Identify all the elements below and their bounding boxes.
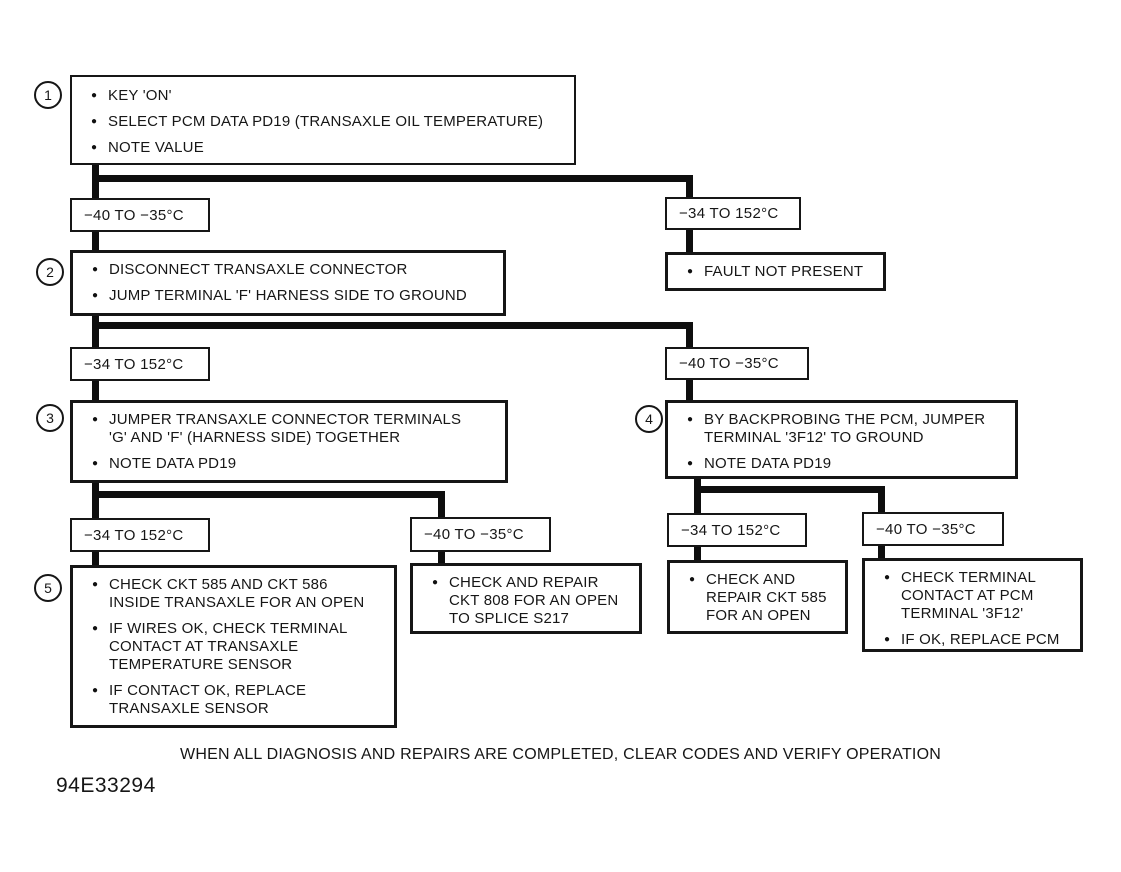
step1-box: ● KEY 'ON' ● SELECT PCM DATA PD19 (TRANS…	[70, 75, 576, 165]
step-text: INSIDE TRANSAXLE FOR AN OPEN	[109, 594, 365, 611]
step-text: CKT 808 FOR AN OPEN	[449, 592, 619, 609]
connector-line	[694, 486, 885, 493]
condition-label-branch3-right: −40 TO −35°C	[410, 517, 551, 552]
figure-id: 94E33294	[56, 774, 156, 797]
bullet-icon: ●	[431, 577, 439, 588]
step-text: NOTE DATA PD19	[704, 455, 832, 472]
step3-item: ● NOTE DATA PD19	[81, 455, 499, 473]
step-text: IF WIRES OK, CHECK TERMINAL	[109, 620, 348, 637]
step2-item: ● DISCONNECT TRANSAXLE CONNECTOR	[81, 261, 497, 279]
step-text: DISCONNECT TRANSAXLE CONNECTOR	[109, 261, 408, 278]
step1-item: ● SELECT PCM DATA PD19 (TRANSAXLE OIL TE…	[80, 113, 568, 131]
step-text: SELECT PCM DATA PD19 (TRANSAXLE OIL TEMP…	[108, 113, 544, 130]
step-text: IF OK, REPLACE PCM	[901, 631, 1060, 648]
step1-item: ● KEY 'ON'	[80, 87, 568, 105]
bullet-icon: ●	[91, 458, 99, 469]
bullet-icon: ●	[91, 264, 99, 275]
bullet-icon: ●	[686, 266, 694, 277]
step-text: KEY 'ON'	[108, 87, 172, 104]
bullet-icon: ●	[91, 414, 99, 425]
step-text: CONTACT AT PCM	[901, 587, 1034, 604]
step-number-1: 1	[34, 81, 62, 109]
bullet-icon: ●	[686, 458, 694, 469]
step-text: CHECK AND	[706, 571, 796, 588]
step-text: JUMPER TRANSAXLE CONNECTOR TERMINALS	[109, 411, 462, 428]
step4-box: ● BY BACKPROBING THE PCM, JUMPER TERMINA…	[665, 400, 1018, 479]
step-text: CONTACT AT TRANSAXLE	[109, 638, 299, 655]
step-text: FAULT NOT PRESENT	[704, 263, 864, 280]
connector-line	[92, 491, 445, 498]
step-text: NOTE DATA PD19	[109, 455, 237, 472]
step-text: JUMP TERMINAL 'F' HARNESS SIDE TO GROUND	[109, 287, 467, 304]
step3-box: ● JUMPER TRANSAXLE CONNECTOR TERMINALS '…	[70, 400, 508, 483]
step3-item: ● JUMPER TRANSAXLE CONNECTOR TERMINALS '…	[81, 411, 499, 447]
step-text: FOR AN OPEN	[706, 607, 811, 624]
bullet-icon: ●	[883, 572, 891, 583]
repair-ckt808-item: ● CHECK AND REPAIR CKT 808 FOR AN OPEN T…	[421, 574, 633, 628]
step5-item: ● CHECK CKT 585 AND CKT 586 INSIDE TRANS…	[81, 576, 388, 612]
repair-ckt585-item: ● CHECK AND REPAIR CKT 585 FOR AN OPEN	[678, 571, 839, 625]
step5-box: ● CHECK CKT 585 AND CKT 586 INSIDE TRANS…	[70, 565, 397, 728]
bullet-icon: ●	[91, 685, 99, 696]
bullet-icon: ●	[90, 142, 98, 153]
condition-label-branch3-left: −34 TO 152°C	[70, 518, 210, 552]
step-text: CHECK CKT 585 AND CKT 586	[109, 576, 328, 593]
step-text: TEMPERATURE SENSOR	[109, 656, 293, 673]
repair-ckt808-box: ● CHECK AND REPAIR CKT 808 FOR AN OPEN T…	[410, 563, 642, 634]
bullet-icon: ●	[686, 414, 694, 425]
step-text: CHECK AND REPAIR	[449, 574, 599, 591]
connector-line	[92, 175, 693, 182]
step-text: NOTE VALUE	[108, 139, 204, 156]
bullet-icon: ●	[883, 634, 891, 645]
step4-item: ● NOTE DATA PD19	[676, 455, 1009, 473]
step-text: TO SPLICE S217	[449, 610, 570, 627]
repair-ckt585-box: ● CHECK AND REPAIR CKT 585 FOR AN OPEN	[667, 560, 848, 634]
step4-item: ● BY BACKPROBING THE PCM, JUMPER TERMINA…	[676, 411, 1009, 447]
bullet-icon: ●	[91, 290, 99, 301]
condition-label-branch4-left: −34 TO 152°C	[667, 513, 807, 547]
step-text: 'G' AND 'F' (HARNESS SIDE) TOGETHER	[109, 429, 401, 446]
bullet-icon: ●	[91, 623, 99, 634]
step-text: IF CONTACT OK, REPLACE	[109, 682, 307, 699]
bullet-icon: ●	[688, 574, 696, 585]
step2-item: ● JUMP TERMINAL 'F' HARNESS SIDE TO GROU…	[81, 287, 497, 305]
step-text: REPAIR CKT 585	[706, 589, 827, 606]
step5-item: ● IF WIRES OK, CHECK TERMINAL CONTACT AT…	[81, 620, 388, 674]
bullet-icon: ●	[91, 579, 99, 590]
check-pcm-item: ● IF OK, REPLACE PCM	[873, 631, 1074, 649]
step-text: TRANSAXLE SENSOR	[109, 700, 269, 717]
condition-label-branch1-left: −40 TO −35°C	[70, 198, 210, 232]
connector-line	[92, 322, 693, 329]
step-text: CHECK TERMINAL	[901, 569, 1037, 586]
step-text: TERMINAL '3F12'	[901, 605, 1024, 622]
step-number-5: 5	[34, 574, 62, 602]
condition-label-branch1-right: −34 TO 152°C	[665, 197, 801, 230]
step-text: TERMINAL '3F12' TO GROUND	[704, 429, 924, 446]
condition-label-branch2-right: −40 TO −35°C	[665, 347, 809, 380]
bullet-icon: ●	[90, 116, 98, 127]
fault-not-present-box: ● FAULT NOT PRESENT	[665, 252, 886, 291]
step1-item: ● NOTE VALUE	[80, 139, 568, 157]
step-number-2: 2	[36, 258, 64, 286]
bullet-icon: ●	[90, 90, 98, 101]
condition-label-branch4-right: −40 TO −35°C	[862, 512, 1004, 546]
step-number-4: 4	[635, 405, 663, 433]
fault-item: ● FAULT NOT PRESENT	[676, 263, 877, 281]
condition-label-branch2-left: −34 TO 152°C	[70, 347, 210, 381]
footer-note: WHEN ALL DIAGNOSIS AND REPAIRS ARE COMPL…	[180, 746, 941, 763]
check-pcm-box: ● CHECK TERMINAL CONTACT AT PCM TERMINAL…	[862, 558, 1083, 652]
step2-box: ● DISCONNECT TRANSAXLE CONNECTOR ● JUMP …	[70, 250, 506, 316]
step5-item: ● IF CONTACT OK, REPLACE TRANSAXLE SENSO…	[81, 682, 388, 718]
step-number-3: 3	[36, 404, 64, 432]
check-pcm-item: ● CHECK TERMINAL CONTACT AT PCM TERMINAL…	[873, 569, 1074, 623]
step-text: BY BACKPROBING THE PCM, JUMPER	[704, 411, 986, 428]
